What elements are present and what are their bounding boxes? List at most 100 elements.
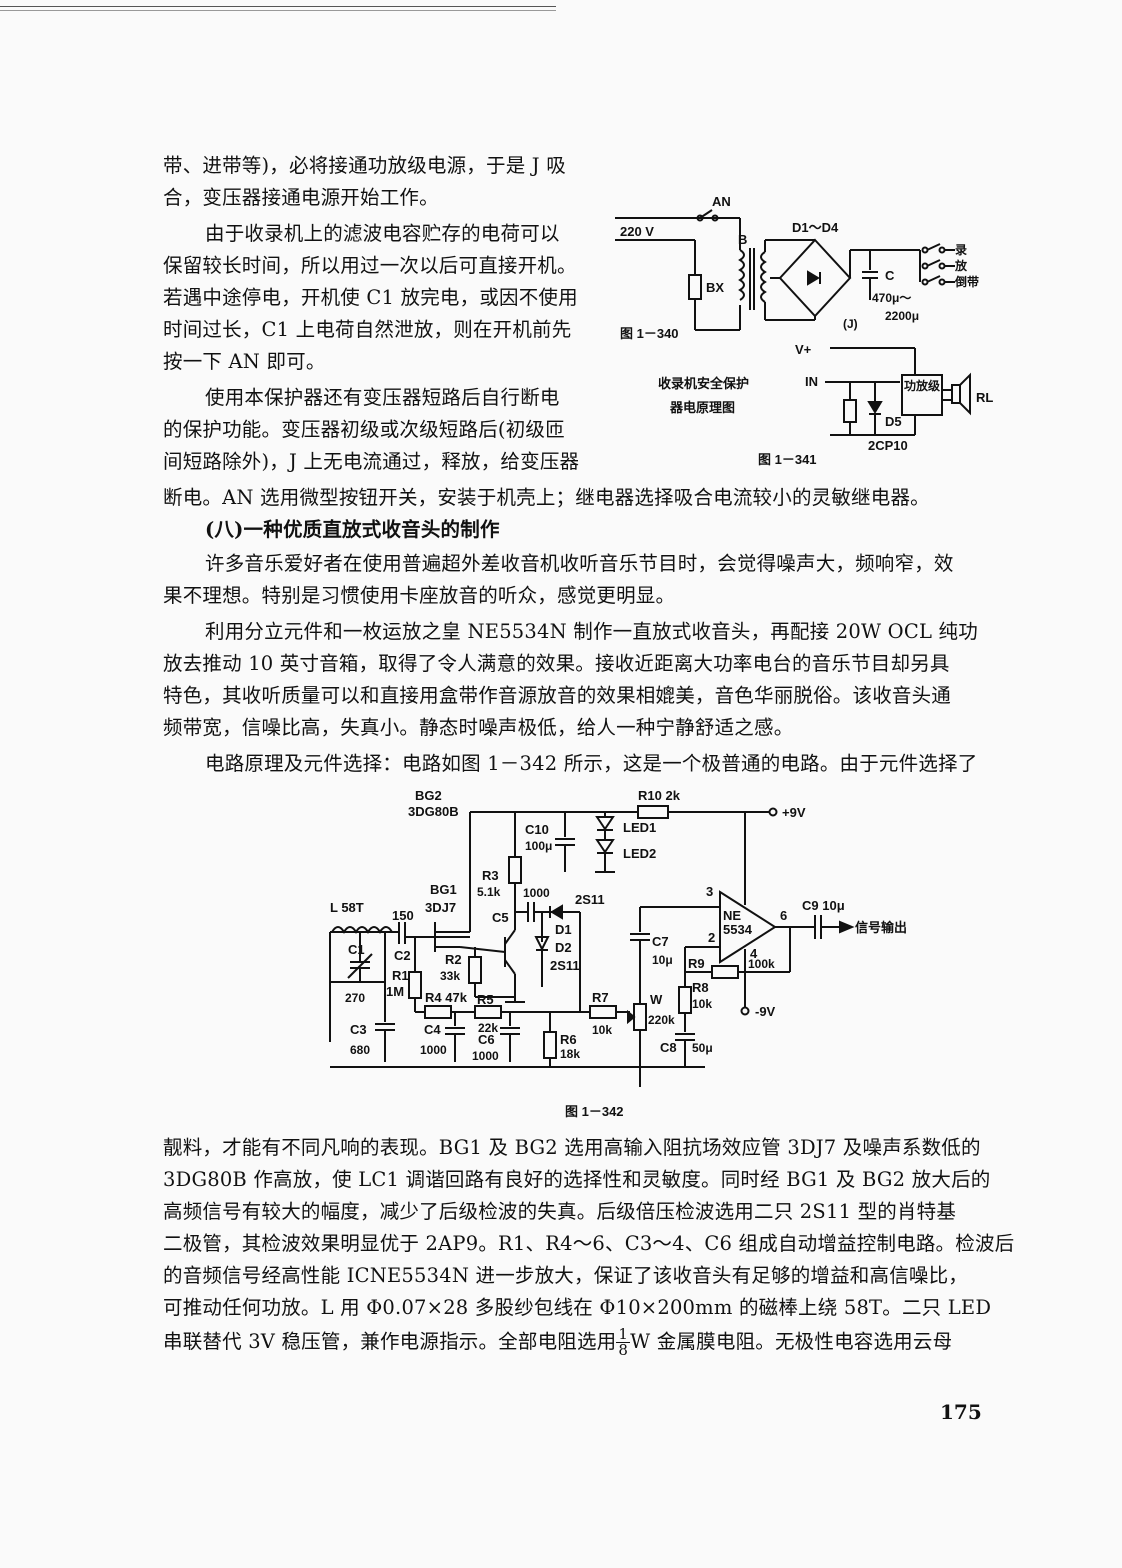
fig342-label-pin2: 2 — [708, 930, 715, 945]
fig342-label-c3-val: 680 — [350, 1043, 370, 1057]
fig342-label-led1: LED1 — [623, 820, 656, 835]
fig342-label-led2: LED2 — [623, 846, 656, 861]
text-line: 频带宽，信噪比高，失真小。静态时噪声极低，给人一种宁静舒适之感。 — [163, 716, 794, 739]
text-line: 可推动任何功放。L 用 Φ0.07×28 多股纱包线在 Φ10×200mm 的磁… — [163, 1296, 992, 1319]
bottom-block: 靓料，才能有不同凡响的表现。BG1 及 BG2 选用高输入阻抗场效应管 3DJ7… — [163, 1132, 1014, 1358]
full-width-block: 断电。AN 选用微型按钮开关，安装于机壳上；继电器选择吸合电流较小的灵敏继电器。… — [163, 482, 978, 780]
page-number: 175 — [940, 1400, 982, 1424]
fig342-label-w-val: 220k — [648, 1013, 675, 1027]
fig340-label-c-val1: 470μ～ — [872, 291, 911, 305]
fig341-label-vplus: V+ — [795, 342, 812, 357]
fraction-denominator: 8 — [618, 1341, 629, 1359]
fig342-label-r3: R3 — [482, 868, 499, 883]
text-line: 的音频信号经高性能 ICNE5534N 进一步放大，保证了该收音头有足够的增益和… — [163, 1264, 969, 1287]
fig342-label-c5-val: 1000 — [523, 886, 550, 900]
fig342-label-out: 信号输出 — [855, 920, 907, 935]
fig342-label-r4: R4 47k — [425, 990, 468, 1005]
fig342-label-c4: C4 — [424, 1022, 441, 1037]
text-line: 按一下 AN 即可。 — [163, 350, 326, 373]
fig342-label-ic: NE — [723, 908, 741, 923]
fig342-label-r7-val: 10k — [592, 1023, 612, 1037]
text-line: 3DG80B 作高放，使 LC1 调谐回路有良好的选择性和灵敏度。同时经 BG1… — [163, 1168, 991, 1191]
text-line: 的保护功能。变压器初级或次级短路后(初级匝 — [163, 418, 565, 441]
fig342-label-d2-type: 2S11 — [550, 958, 580, 973]
fig342-label-r1-val: 1M — [386, 984, 404, 999]
fig342-label-r7: R7 — [592, 990, 609, 1005]
fig342-label-r3-val: 5.1k — [477, 885, 501, 899]
fig342-label-d1: D1 — [555, 922, 572, 937]
fig342-label-r9: R9 — [688, 956, 705, 971]
fig340-label-j: (J) — [843, 317, 858, 331]
fig342-label-l: L 58T — [330, 900, 364, 915]
fig342-label-r6: R6 — [560, 1032, 577, 1047]
section-heading: (八)一种优质直放式收音头的制作 — [205, 518, 500, 541]
fig342-label-plus9v: +9V — [782, 805, 806, 820]
text-segment: W 金属膜电阻。无极性电容选用云母 — [630, 1330, 953, 1353]
fig340-label-c-val2: 2200μ — [885, 309, 919, 323]
fraction-numerator: 1 — [616, 1325, 631, 1343]
fig341-label-d5: D5 — [885, 414, 902, 429]
fig342-label-c8-val: 50μ — [692, 1041, 713, 1055]
fig342-label-2s11: 2S11 — [575, 892, 605, 907]
fig342-label-pin4: 4 — [750, 946, 758, 961]
fig342-label-r9-val: 100k — [748, 957, 775, 971]
text-line: 高频信号有较大的幅度，减少了后级检波的失真。后级倍压检波选用二只 2S11 型的… — [163, 1200, 957, 1223]
figure-1-342: BG2 3DG80B R10 2k +9V C10 100μ LED1 LED2… — [329, 788, 907, 1119]
text-line: 使用本保护器还有变压器短路后自行断电 — [205, 386, 560, 409]
fig341-label-rl: RL — [976, 390, 993, 405]
fig342-label-pin3: 3 — [706, 884, 713, 899]
text-line: 利用分立元件和一枚运放之皇 NE5534N 制作一直放式收音头，再配接 20W … — [205, 620, 978, 643]
text-line: 间短路除外)，J 上无电流通过，释放，给变压器 — [163, 450, 580, 473]
fig342-label-r6-val: 18k — [560, 1047, 580, 1061]
fig342-label-bg2: BG2 — [415, 788, 442, 803]
text-line: 若遇中途停电，开机使 C1 放完电，或因不使用 — [163, 286, 578, 309]
fig342-label-c10: C10 — [525, 822, 549, 837]
fig342-label-c10-val: 100μ — [525, 839, 552, 853]
fig340-label-an: AN — [712, 194, 731, 209]
text-line: 特色，其收听质量可以和直接用盒带作音源放音的效果相媲美，音色华丽脱俗。该收音头通 — [163, 684, 952, 707]
fig340-label-c: C — [885, 268, 895, 283]
text-line: 二极管，其检波效果明显优于 2AP9。R1、R4～6、C3～4、C6 组成自动增… — [163, 1232, 1015, 1255]
fig342-label-r10: R10 2k — [638, 788, 681, 803]
fig342-label-c7: C7 — [652, 934, 669, 949]
fig342-label-c4-val: 1000 — [420, 1043, 447, 1057]
fig342-label-r2: R2 — [445, 952, 462, 967]
fig342-label-minus9v: -9V — [755, 1004, 776, 1019]
fig342-label-pin6: 6 — [780, 908, 787, 923]
text-line: 带、进带等)，必将接通功放级电源，于是 J 吸 — [163, 154, 566, 177]
fig340-label-220v: 220 V — [620, 224, 654, 239]
fig340-label-b: B — [738, 232, 747, 247]
text-line: 时间过长，C1 上电荷自然泄放，则在开机前先 — [163, 318, 572, 341]
fig342-label-bg1: BG1 — [430, 882, 457, 897]
fig340-title-2: 器电原理图 — [669, 400, 735, 415]
fig340-label-bx: BX — [706, 280, 724, 295]
text-line: 放去推动 10 英寸音箱，取得了令人满意的效果。接收近距离大功率电台的音乐节目却… — [163, 652, 950, 675]
fig342-label-r1: R1 — [392, 968, 409, 983]
fig342-label-c1: C1 — [348, 942, 365, 957]
fig341-caption: 图 1－341 — [758, 452, 817, 467]
text-line: 合，变压器接通电源开始工作。 — [163, 186, 439, 209]
scan-edge-line-2 — [0, 10, 556, 11]
fig342-label-ic2: 5534 — [723, 922, 753, 937]
text-line: 保留较长时间，所以用过一次以后可直接开机。 — [163, 254, 577, 277]
fig342-label-w: W — [650, 992, 663, 1007]
fig342-label-c8: C8 — [660, 1040, 677, 1055]
fig342-label-bg2-type: 3DG80B — [408, 804, 459, 819]
fig342-label-c6: C6 — [478, 1032, 495, 1047]
fig342-label-bg1-type: 3DJ7 — [425, 900, 456, 915]
fig342-label-c9: C9 10μ — [802, 898, 845, 913]
fig342-label-r8: R8 — [692, 980, 709, 995]
fig342-label-c2-val: 150 — [392, 908, 414, 923]
scan-edge-line — [0, 6, 556, 7]
fig342-label-c3: C3 — [350, 1022, 367, 1037]
fig342-label-c7-val: 10μ — [652, 953, 673, 967]
fig341-label-amp: 功放级 — [904, 378, 940, 393]
fig342-label-c2: C2 — [394, 948, 411, 963]
fig342-caption: 图 1－342 — [565, 1104, 624, 1119]
fig340-label-d14: D1～D4 — [792, 220, 839, 235]
fig342-label-c5: C5 — [492, 910, 509, 925]
fig341-label-d5-type: 2CP10 — [868, 438, 908, 453]
left-column: 带、进带等)，必将接通功放级电源，于是 J 吸 合，变压器接通电源开始工作。 由… — [163, 150, 579, 478]
